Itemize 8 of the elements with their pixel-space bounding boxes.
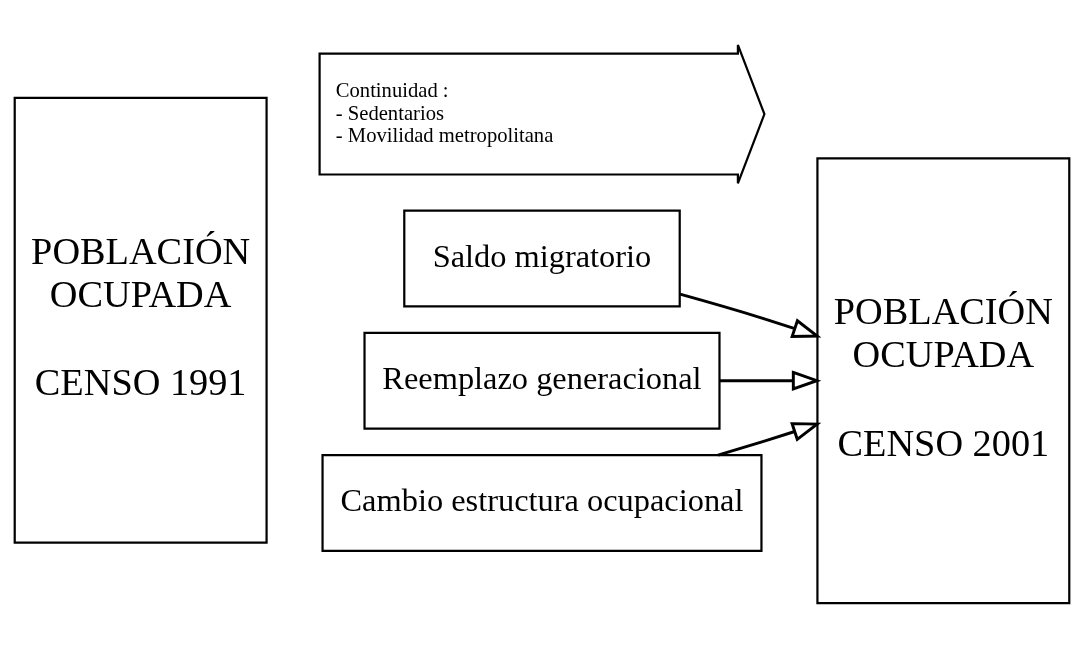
node-box: POBLACIÓN OCUPADA CENSO 2001	[816, 157, 1071, 605]
arrow	[719, 370, 822, 392]
arrow	[717, 422, 822, 457]
node-box: Cambio estructura ocupacional	[321, 454, 763, 552]
arrow	[679, 292, 822, 338]
node-box: POBLACIÓN OCUPADA CENSO 1991	[13, 96, 268, 544]
node-box: Saldo migratorio	[403, 209, 681, 308]
node-box: Reemplazo generacional	[363, 331, 721, 430]
